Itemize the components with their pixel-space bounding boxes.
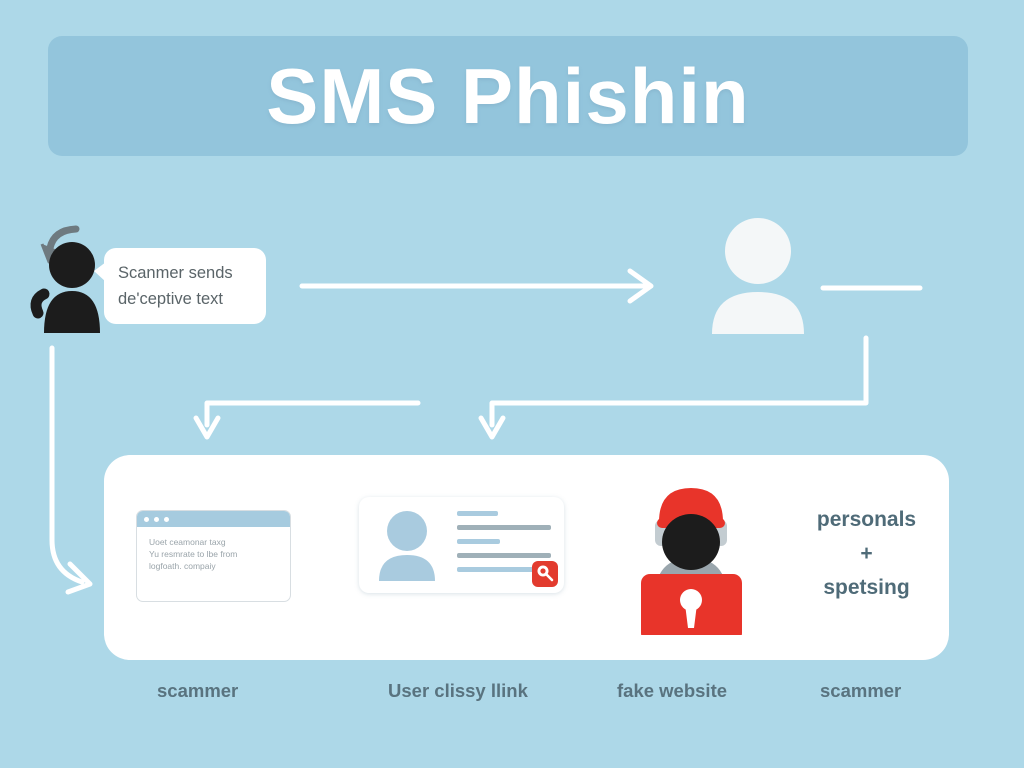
- scammer-icon: [30, 225, 100, 333]
- arrow-scammer-down-to-panel: [49, 345, 93, 595]
- hacker-with-lock-icon: [641, 488, 742, 635]
- id-card-text-lines: [457, 511, 551, 581]
- caption-fake-website: fake website: [617, 680, 728, 701]
- browser-title-bar: [137, 511, 290, 527]
- arrow-elbow-user-down: [478, 335, 869, 440]
- title-banner: SMS Phishin: [48, 36, 968, 156]
- arrow-scammer-to-user: [299, 268, 654, 304]
- caption-scammer-right: scammer: [820, 680, 902, 701]
- browser-dot-icon: [144, 516, 149, 522]
- speech-bubble: Scanmer sends de'ceptive text: [94, 248, 266, 324]
- user-avatar-icon: [712, 218, 804, 334]
- browser-text-line-1: Uoet ceamonar taxg: [149, 537, 226, 547]
- browser-text-line-3: logfoath. compaiy: [149, 561, 216, 571]
- browser-text-line-2: Yu resmrate to lbe from: [149, 549, 238, 559]
- page-title: SMS Phishin: [266, 52, 750, 140]
- id-line: [457, 539, 501, 544]
- id-line: [457, 553, 551, 558]
- alert-badge-icon: [532, 561, 558, 587]
- speech-bubble-line-2: de'ceptive text: [118, 290, 223, 308]
- id-line: [457, 567, 536, 572]
- arrow-elbow-left-down: [193, 400, 421, 440]
- outcome-line-2: +: [860, 542, 873, 565]
- browser-dot-icon: [164, 516, 169, 522]
- identity-card[interactable]: [359, 497, 564, 593]
- content-panel: Uoet ceamonar taxg Yu resmrate to lbe fr…: [104, 455, 949, 660]
- outcome-line-1: personals: [816, 508, 917, 531]
- outcome-text-block: personals + spetsing: [784, 503, 949, 605]
- id-avatar-icon: [379, 511, 435, 581]
- id-line: [457, 511, 499, 516]
- browser-dot-icon: [154, 516, 159, 522]
- outcome-line-3: spetsing: [823, 576, 910, 599]
- browser-body: Uoet ceamonar taxg Yu resmrate to lbe fr…: [137, 527, 290, 572]
- speech-bubble-line-1: Scanmer sends: [118, 264, 233, 282]
- id-line: [457, 525, 551, 530]
- caption-user-clicks-link: User clissy llink: [388, 680, 528, 701]
- caption-scammer: scammer: [157, 680, 239, 701]
- fake-sms-browser-card[interactable]: Uoet ceamonar taxg Yu resmrate to lbe fr…: [136, 510, 291, 602]
